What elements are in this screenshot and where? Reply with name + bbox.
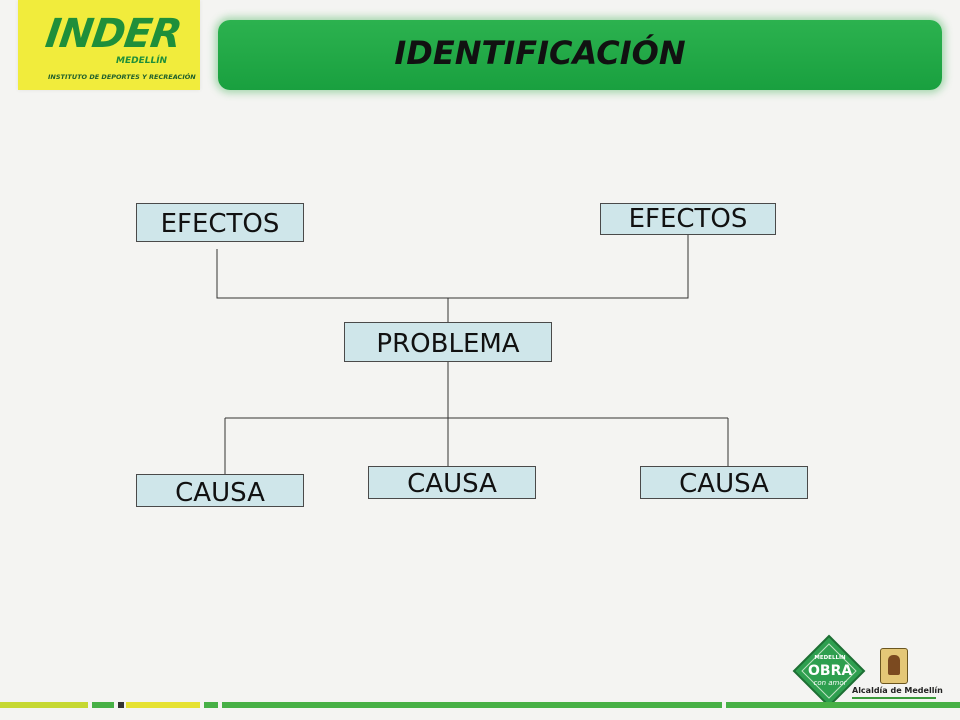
effect-box-left: EFECTOS [136,203,304,242]
municipality-underline [852,697,936,699]
badge-top-text: MEDELLÍN [814,655,846,661]
badge-main-text: OBRA [808,663,853,679]
title-banner [218,20,942,90]
footer-color-strip [0,702,960,708]
page-title: IDENTIFICACIÓN [394,34,686,72]
connector-effects [216,234,689,299]
city-seal-icon [880,648,908,684]
inder-logo: INDER MEDELLÍN INSTITUTO DE DEPORTES Y R… [18,0,200,90]
municipality-label: Alcaldía de Medellín [852,686,943,695]
logo-tagline: INSTITUTO DE DEPORTES Y RECREACIÓN [48,73,196,81]
cause-box-right: CAUSA [640,466,808,499]
logo-sub: MEDELLÍN [116,56,168,66]
effect-box-right: EFECTOS [600,203,776,235]
problem-box: PROBLEMA [344,322,552,362]
cause-box-left: CAUSA [136,474,304,508]
badge-bottom-text: con amor [813,679,847,687]
cause-box-center: CAUSA [368,466,536,499]
